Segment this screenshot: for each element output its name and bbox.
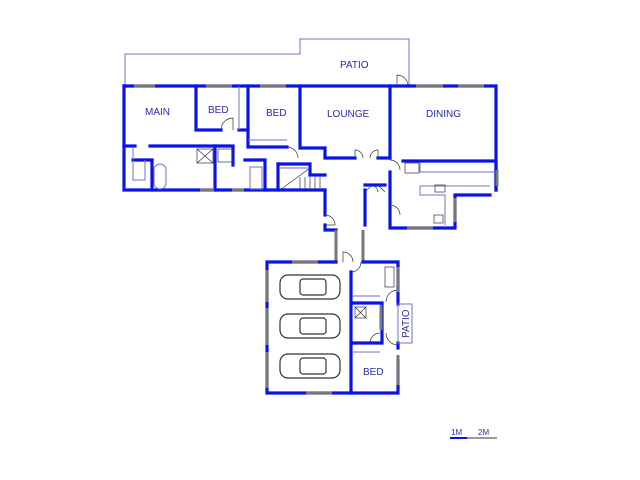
label-main: MAIN (145, 107, 170, 118)
house-walls (122, 84, 498, 232)
patio-outline (124, 38, 410, 86)
fixtures (132, 86, 495, 225)
car-3 (279, 353, 341, 379)
label-dining: DINING (426, 109, 461, 120)
scale-2m: 2M (478, 428, 489, 437)
label-bed-1: BED (208, 105, 229, 116)
windows (134, 84, 499, 262)
patio-box (397, 303, 413, 344)
scale-1m: 1M (451, 428, 462, 437)
car-1 (279, 274, 341, 300)
label-lounge: LOUNGE (327, 109, 370, 120)
cars (279, 274, 341, 379)
label-bed-3: BED (363, 367, 384, 378)
scale-bar: 1M 2M (450, 428, 497, 439)
label-bed-2: BED (266, 108, 287, 119)
label-patio-side: PATIO (401, 309, 412, 338)
garage-walls (265, 260, 413, 395)
car-2 (279, 313, 341, 339)
label-patio: PATIO (340, 60, 369, 71)
